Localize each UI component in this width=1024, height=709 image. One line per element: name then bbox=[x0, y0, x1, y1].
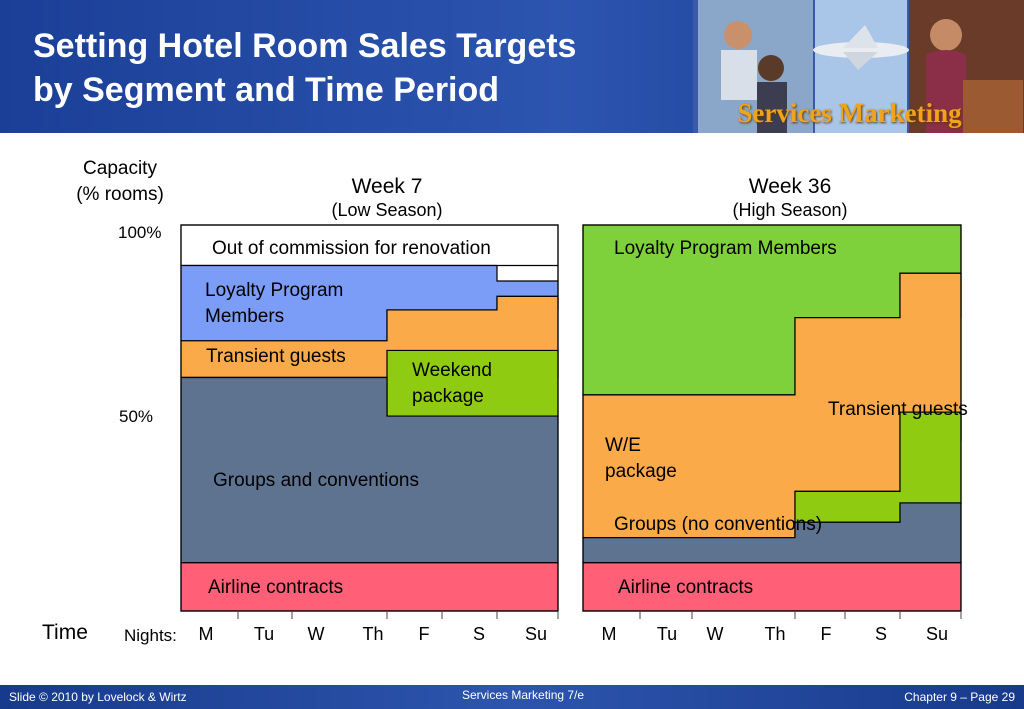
footer-book-title: Services Marketing 7/e bbox=[462, 688, 585, 702]
nights-label: Nights: bbox=[124, 626, 177, 645]
segment-label: Transient guests bbox=[206, 346, 346, 367]
brand-logo-text: Services Marketing bbox=[737, 98, 962, 128]
segment-area-w7-0 bbox=[180, 224, 559, 267]
segment-label: Members bbox=[205, 306, 284, 327]
night-label: W bbox=[707, 624, 724, 644]
segment-area-w36-3 bbox=[582, 502, 962, 564]
segment-label: Weekend bbox=[412, 360, 492, 381]
night-label: Tu bbox=[254, 624, 274, 644]
capacity-axis-title: Capacity (% rooms) bbox=[55, 158, 185, 206]
night-label: Tu bbox=[657, 624, 677, 644]
week7-title: Week 7 bbox=[351, 175, 423, 198]
segment-label: W/E bbox=[605, 435, 641, 456]
night-label: F bbox=[821, 624, 832, 644]
title-line-2: by Segment and Time Period bbox=[33, 71, 500, 109]
segment-area-w7-5 bbox=[180, 562, 559, 612]
night-label: Th bbox=[764, 624, 785, 644]
tick-label-50: 50% bbox=[119, 407, 154, 426]
segment-area-w7-1 bbox=[180, 264, 559, 342]
segment-area-w36-2 bbox=[583, 411, 962, 539]
footer-copyright: Slide © 2010 by Lovelock & Wirtz bbox=[9, 690, 187, 704]
segment-label: Airline contracts bbox=[208, 577, 343, 598]
week7-subtitle: (Low Season) bbox=[331, 200, 443, 220]
night-label: Th bbox=[362, 624, 383, 644]
segment-label: Transient guests bbox=[828, 399, 968, 420]
segment-label: Out of commission for renovation bbox=[212, 238, 491, 259]
segment-label: Loyalty Program bbox=[205, 280, 343, 301]
segment-area-w7-4 bbox=[180, 376, 559, 564]
footer-page-number: Chapter 9 – Page 29 bbox=[904, 690, 1015, 704]
segment-area-w7-3 bbox=[181, 349, 559, 417]
night-label: S bbox=[875, 624, 887, 644]
night-label: M bbox=[602, 624, 617, 644]
capacity-line-2: (% rooms) bbox=[76, 184, 164, 205]
tick-label-100: 100% bbox=[118, 223, 162, 242]
capacity-line-1: Capacity bbox=[83, 158, 157, 179]
night-label: W bbox=[308, 624, 325, 644]
slide-title: Setting Hotel Room Sales Targets by Segm… bbox=[33, 24, 673, 112]
segment-area-w36-0 bbox=[582, 224, 962, 396]
segment-area-w7-2 bbox=[180, 295, 559, 379]
week36-subtitle: (High Season) bbox=[732, 200, 848, 220]
segment-label: Groups and conventions bbox=[213, 470, 419, 491]
slide-footer: Slide © 2010 by Lovelock & Wirtz Service… bbox=[0, 685, 1024, 709]
segment-label: Loyalty Program Members bbox=[614, 238, 837, 259]
panel-frame-0 bbox=[180, 224, 559, 612]
night-label: M bbox=[199, 624, 214, 644]
night-label: Su bbox=[926, 624, 948, 644]
night-label: Su bbox=[525, 624, 547, 644]
time-axis-title: Time bbox=[42, 621, 88, 644]
night-label: S bbox=[473, 624, 485, 644]
header-photo-collage bbox=[693, 0, 1024, 133]
segment-label: Groups (no conventions) bbox=[614, 514, 822, 535]
panel-frame-1 bbox=[582, 224, 962, 612]
segment-label: package bbox=[605, 461, 677, 482]
segment-label: Airline contracts bbox=[618, 577, 753, 598]
title-line-1: Setting Hotel Room Sales Targets bbox=[33, 27, 577, 65]
week36-title: Week 36 bbox=[748, 175, 832, 198]
night-label: F bbox=[419, 624, 430, 644]
segment-area-w36-4 bbox=[582, 562, 962, 612]
segment-area-w36-1 bbox=[582, 272, 962, 539]
slide-header: Setting Hotel Room Sales Targets by Segm… bbox=[0, 0, 1024, 133]
segment-label: package bbox=[412, 386, 484, 407]
